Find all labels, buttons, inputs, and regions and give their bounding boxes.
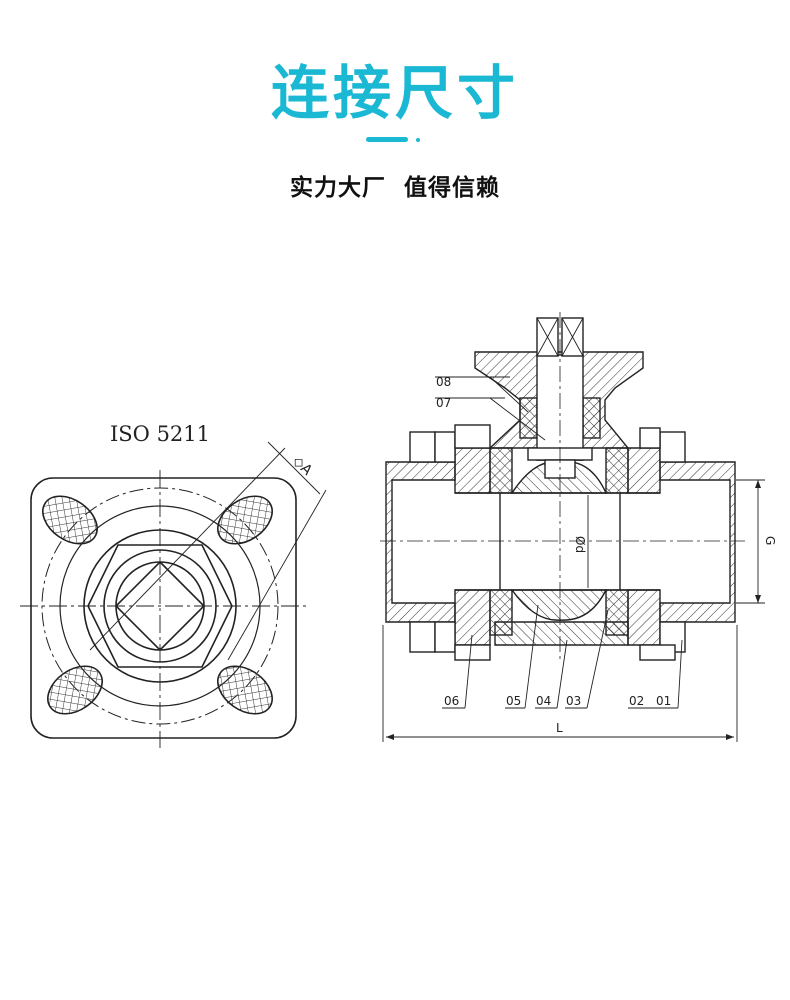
flange-top-view: ISO 5211 ◇A [20, 422, 327, 748]
part-label-02: 02 [629, 694, 644, 708]
title-underline [366, 137, 408, 142]
valve-section-view [380, 312, 765, 742]
dimension-a-label: ◇A [289, 453, 315, 479]
bolt-slots [42, 495, 273, 715]
part-label-08: 08 [436, 375, 451, 389]
section-labels: 08 07 06 05 04 03 02 01 Ød G L [436, 375, 777, 735]
part-label-03: 03 [566, 694, 581, 708]
length-label: L [556, 721, 563, 735]
part-label-01: 01 [656, 694, 671, 708]
page-title: 连接尺寸 [270, 59, 519, 127]
part-label-07: 07 [436, 396, 451, 410]
part-label-06: 06 [444, 694, 459, 708]
thread-label: G [763, 536, 777, 545]
page-subtitle: 实力大厂 值得信赖 [289, 175, 500, 201]
bore-diameter-label: Ød [573, 536, 587, 553]
part-label-04: 04 [536, 694, 551, 708]
iso-label: ISO 5211 [110, 422, 210, 446]
part-label-05: 05 [506, 694, 521, 708]
title-underline-dot [416, 138, 420, 142]
